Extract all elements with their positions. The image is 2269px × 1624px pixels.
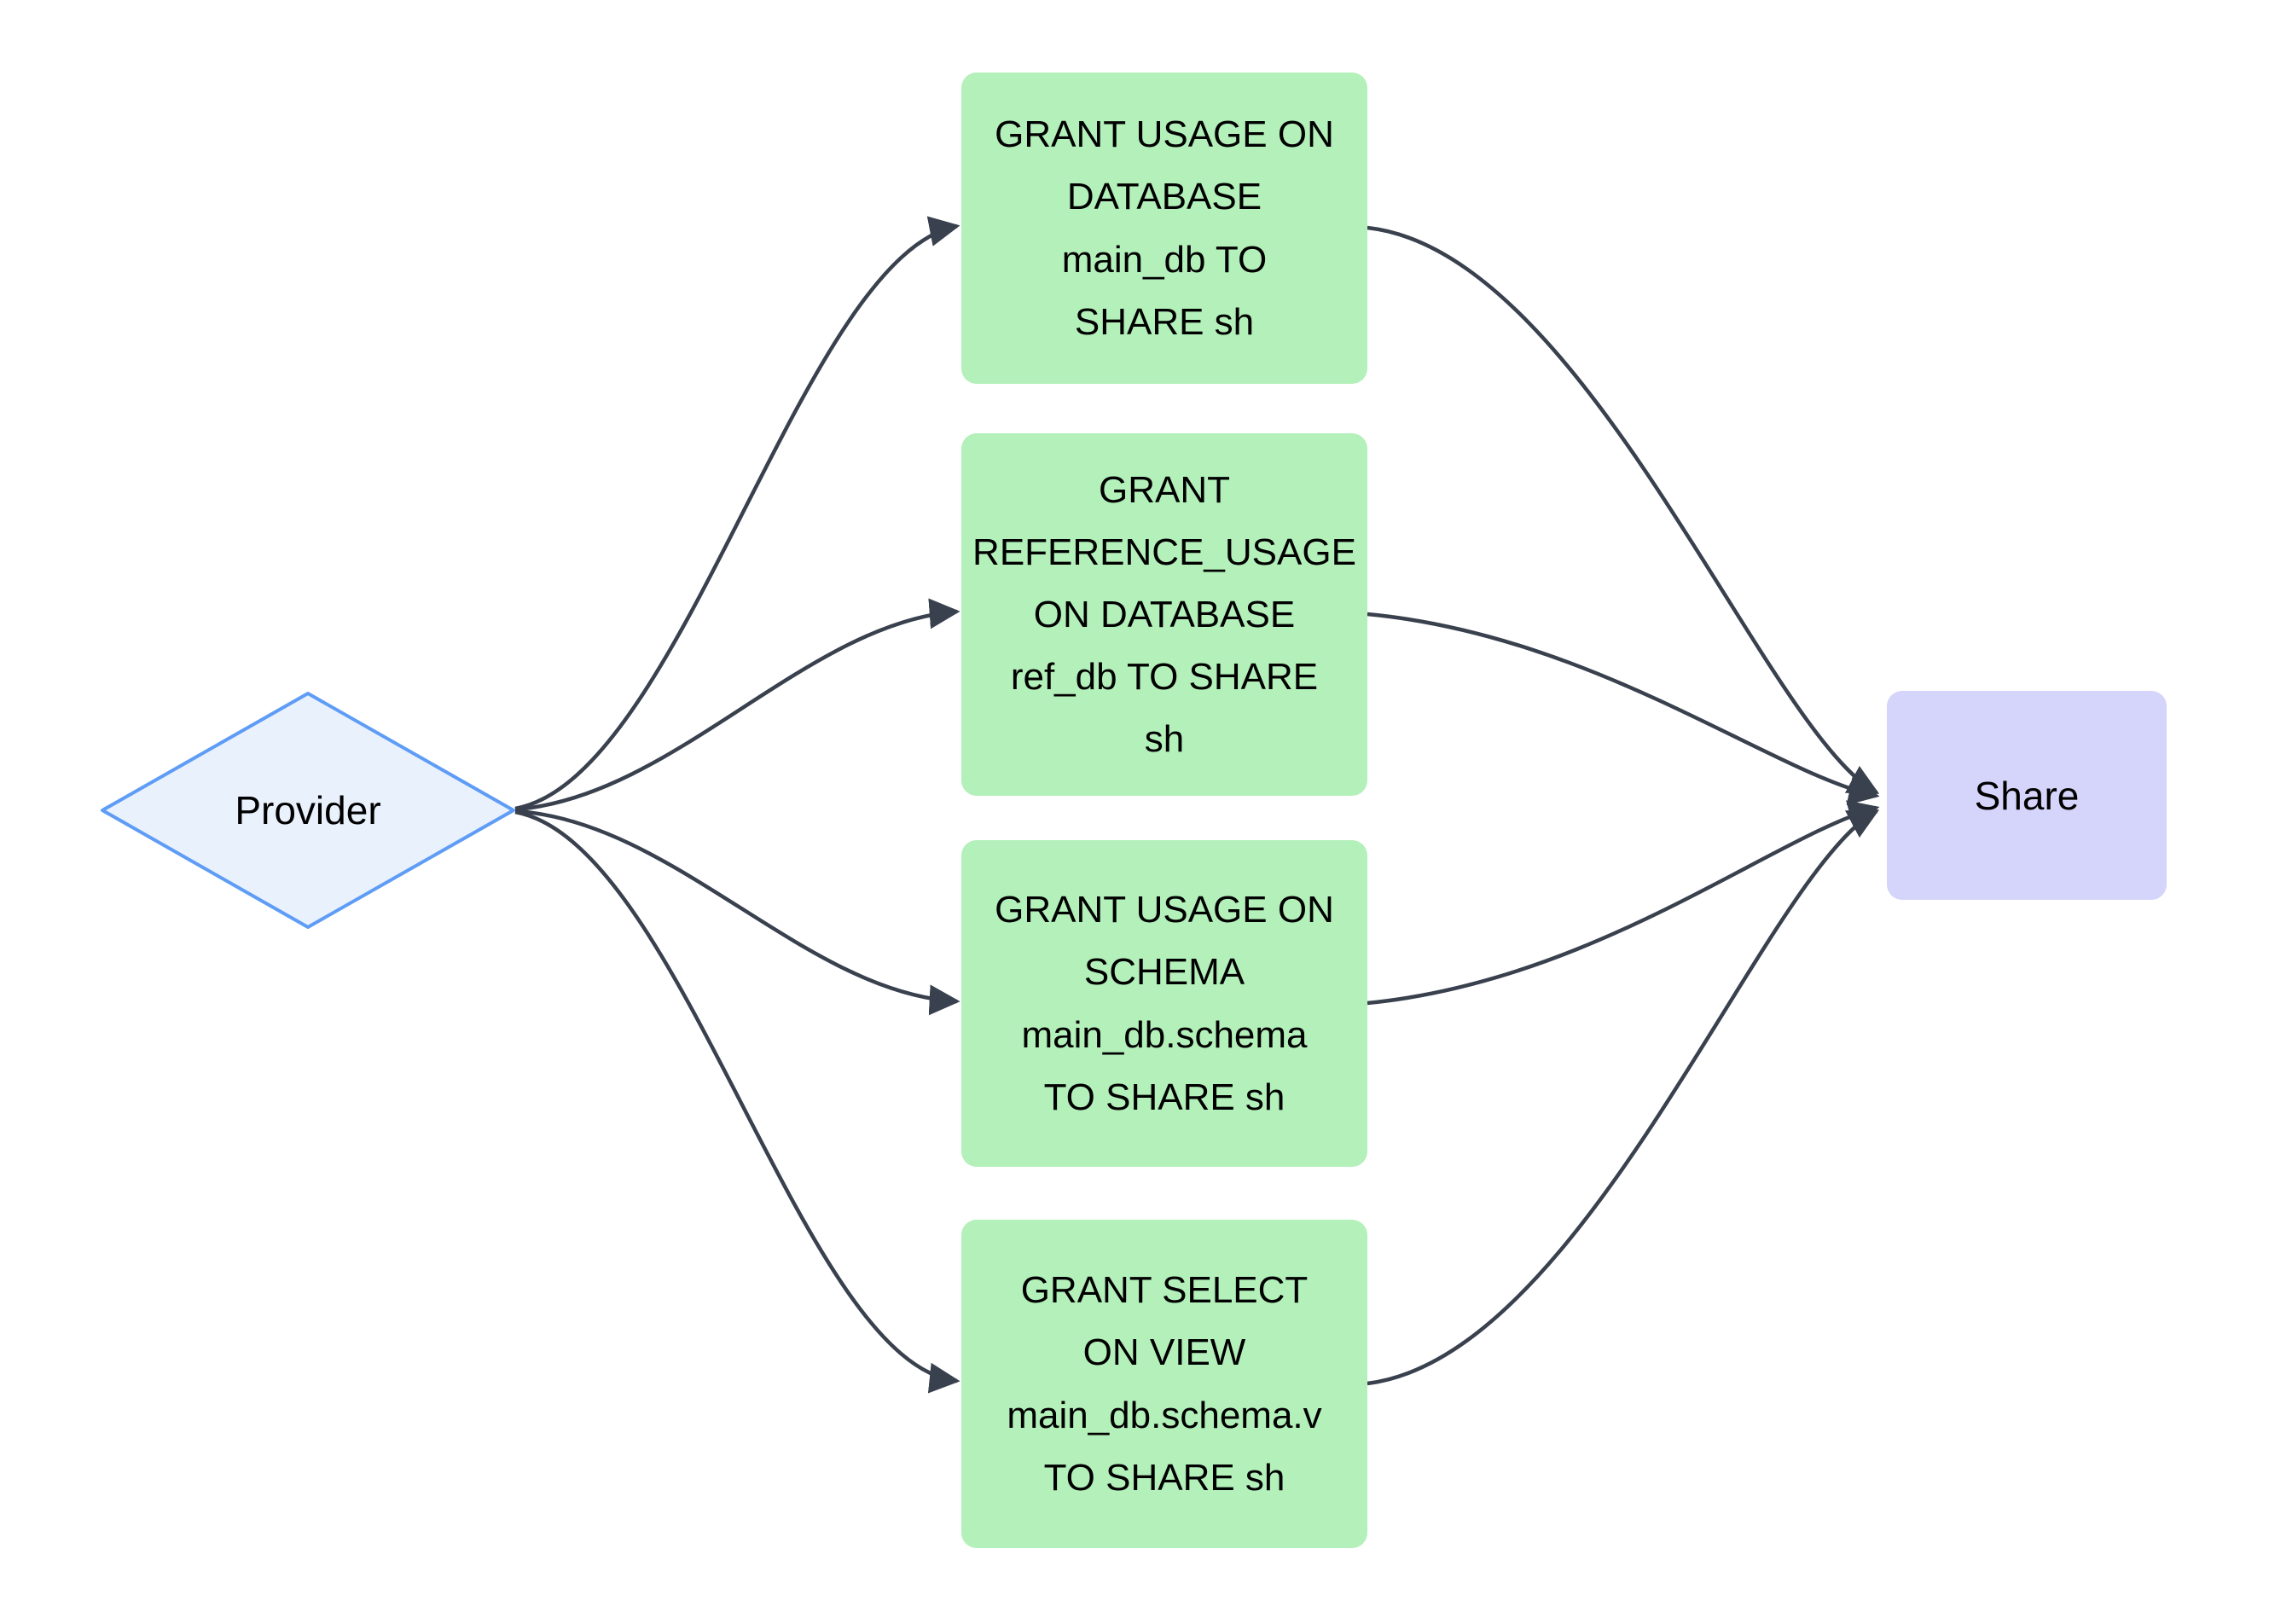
edge-grant-reference-usage-to-share xyxy=(1367,612,1880,805)
share-node: Share xyxy=(1887,691,2167,900)
grant-node-usage-schema: GRANT USAGE ON SCHEMA main_db.schema TO … xyxy=(961,840,1367,1167)
provider-node-label: Provider xyxy=(235,787,381,832)
provider-node-shape xyxy=(101,692,515,929)
edge-grant-select-view-to-share xyxy=(1367,809,1880,1386)
grant-node-reference-usage: GRANT REFERENCE_USAGE ON DATABASE ref_db… xyxy=(961,433,1367,796)
edge-provider-to-grant-reference-usage xyxy=(514,598,960,812)
edge-provider-to-grant-select-view xyxy=(514,809,960,1394)
grant-node-usage-database: GRANT USAGE ON DATABASE main_db TO SHARE… xyxy=(961,72,1367,384)
edge-provider-to-grant-usage-database xyxy=(514,216,960,811)
edge-grant-usage-schema-to-share xyxy=(1367,800,1880,1006)
edge-provider-to-grant-usage-schema xyxy=(514,809,960,1016)
edge-grant-usage-database-to-share xyxy=(1367,225,1880,794)
grant-node-select-view: GRANT SELECT ON VIEW main_db.schema.v TO… xyxy=(961,1220,1367,1548)
